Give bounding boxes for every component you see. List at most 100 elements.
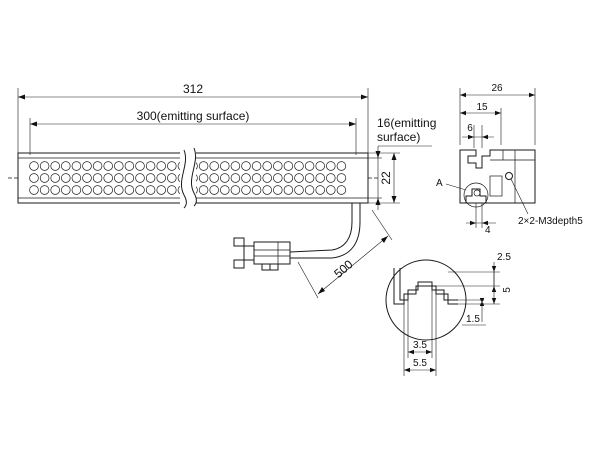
led	[167, 173, 177, 183]
led	[251, 173, 262, 183]
led	[61, 185, 71, 195]
detail-arrow-height	[491, 298, 497, 304]
led	[326, 161, 336, 171]
led	[92, 161, 103, 171]
cable-length-label: 500	[331, 257, 356, 281]
led	[336, 173, 347, 183]
led	[124, 173, 135, 183]
detail-inner-width-label: 3.5	[413, 340, 427, 351]
led	[283, 173, 294, 183]
led	[61, 173, 71, 183]
led	[124, 161, 135, 171]
led	[220, 173, 230, 183]
led	[167, 185, 177, 195]
break-line-left	[180, 149, 187, 209]
front-view: 312 300(emitting surface) 22 16(emitt	[8, 82, 436, 299]
led	[114, 161, 124, 171]
side-arrows-slot	[468, 134, 488, 140]
led	[230, 173, 241, 183]
led	[114, 185, 124, 195]
led	[315, 161, 325, 171]
led	[145, 173, 156, 183]
led	[50, 185, 60, 195]
led	[304, 185, 315, 195]
led	[198, 185, 209, 195]
led	[39, 161, 50, 171]
led	[251, 161, 262, 171]
led	[304, 173, 315, 183]
led	[82, 173, 92, 183]
led	[71, 161, 82, 171]
led	[124, 185, 135, 195]
led	[304, 161, 315, 171]
side-bottom-label: 4	[485, 225, 491, 236]
detail-a-leader	[445, 183, 467, 191]
detail-a-label: A	[436, 178, 443, 189]
led	[283, 185, 294, 195]
break-line-right	[190, 147, 197, 207]
side-hole	[505, 172, 513, 180]
break-gap	[180, 150, 196, 206]
led	[273, 173, 283, 183]
detail-view: 2.5 5 1.5 3.5 5.5	[385, 252, 513, 376]
led	[273, 185, 283, 195]
led	[198, 173, 209, 183]
led	[209, 185, 219, 195]
led	[167, 161, 177, 171]
side-profile	[459, 149, 536, 204]
led	[156, 161, 166, 171]
detail-top-label: 2.5	[497, 252, 511, 263]
led	[135, 161, 145, 171]
led	[145, 185, 156, 195]
side-bottom-slot	[465, 188, 487, 203]
led	[103, 161, 113, 171]
side-width-label: 26	[491, 83, 503, 94]
led	[209, 161, 219, 171]
led	[135, 173, 145, 183]
hole-spec-label: 2×2-M3depth5	[518, 216, 583, 227]
led	[71, 173, 82, 183]
detail-profile-inner	[399, 268, 458, 301]
extension-line-cable-end	[371, 209, 393, 241]
side-view: 26 15 6 A 4 2×2-M3depth5	[436, 83, 583, 236]
led	[241, 185, 251, 195]
cable-upper	[289, 203, 353, 253]
led	[39, 185, 50, 195]
led	[82, 185, 92, 195]
led	[220, 161, 230, 171]
led	[135, 185, 145, 195]
led	[92, 173, 103, 183]
connector	[233, 237, 291, 271]
led	[209, 173, 219, 183]
led	[29, 161, 39, 171]
height-label: 22	[379, 171, 393, 185]
detail-arrows-inner-width	[408, 349, 432, 355]
side-inner-pocket	[489, 175, 503, 197]
led	[315, 173, 325, 183]
led	[92, 185, 103, 195]
led	[198, 161, 209, 171]
led	[29, 185, 39, 195]
led	[71, 185, 82, 195]
led	[262, 185, 272, 195]
cable-lower	[290, 203, 361, 259]
led	[230, 161, 241, 171]
led	[262, 173, 272, 183]
side-hole-lower	[473, 189, 481, 197]
led	[336, 161, 347, 171]
side-arrows-bottom	[470, 220, 488, 226]
extension-line-cable-start	[297, 261, 319, 299]
led	[156, 173, 166, 183]
led	[230, 185, 241, 195]
led-array	[29, 161, 347, 195]
led	[283, 161, 294, 171]
led	[114, 173, 124, 183]
led	[61, 161, 71, 171]
emitting-width-label-line2: surface)	[377, 130, 420, 144]
overall-length-label: 312	[183, 82, 203, 96]
led	[82, 161, 92, 171]
detail-arrows-lip	[479, 298, 485, 306]
led	[39, 173, 50, 183]
